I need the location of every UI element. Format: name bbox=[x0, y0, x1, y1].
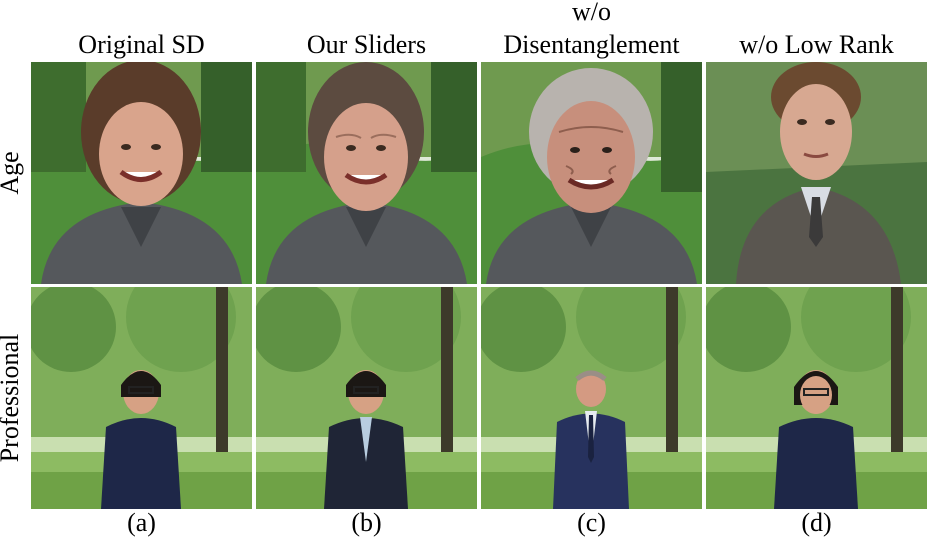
image-age-no-low-rank bbox=[706, 62, 927, 284]
image-professional-sliders bbox=[256, 287, 477, 509]
column-title-d: w/o Low Rank bbox=[739, 30, 894, 59]
caption-d: (d) bbox=[801, 508, 832, 537]
image-professional-original bbox=[31, 287, 252, 509]
image-age-no-disentanglement bbox=[481, 62, 702, 284]
image-professional-no-disentanglement bbox=[481, 287, 702, 509]
image-professional-no-low-rank bbox=[706, 287, 927, 509]
column-title-a: Original SD bbox=[78, 30, 205, 59]
caption-a: (a) bbox=[127, 508, 156, 537]
caption-c: (c) bbox=[577, 508, 606, 537]
caption-b: (b) bbox=[351, 508, 382, 537]
column-title-c-line2: Disentanglement bbox=[503, 30, 680, 59]
column-title-b: Our Sliders bbox=[306, 30, 427, 59]
image-age-original bbox=[31, 62, 252, 284]
column-title-c-line1: w/o bbox=[572, 0, 611, 26]
image-age-sliders bbox=[256, 62, 477, 284]
row-label-professional: Professional bbox=[0, 333, 24, 463]
row-label-age: Age bbox=[0, 151, 24, 195]
